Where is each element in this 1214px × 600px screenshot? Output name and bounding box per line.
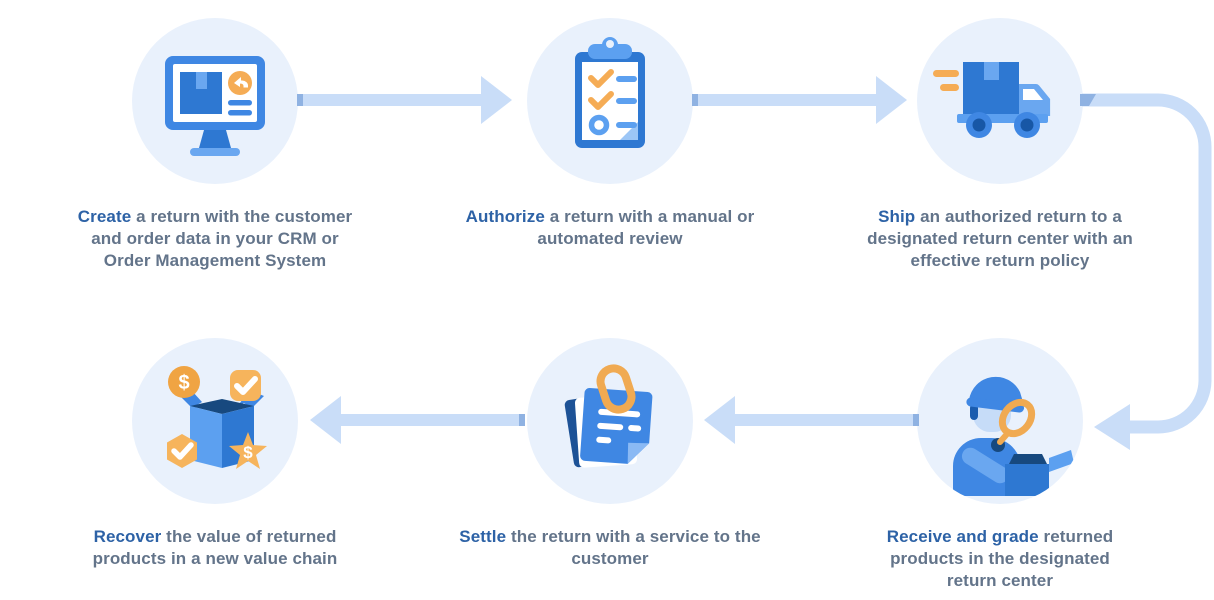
step-keyword: Authorize [465,207,545,226]
settle-documents-icon [564,364,653,468]
step-settle: Settle the return with a service to the … [435,338,785,570]
step-icon-circle [527,338,693,504]
step-caption: Receive and grade returned products in t… [870,526,1130,592]
flow-arrow-authorize-to-ship [692,76,907,124]
step-icon-circle: $ $ [132,338,298,504]
step-caption: Ship an authorized return to a designate… [850,206,1150,272]
recover-value-icon: $ $ [167,366,267,469]
step-icon-circle [132,18,298,184]
dollar-glyph: $ [178,372,189,394]
step-text: the return with a service to the custome… [506,527,761,569]
step-keyword: Receive and grade [886,527,1039,546]
step-caption: Settle the return with a service to the … [450,526,770,570]
step-icon-circle [917,18,1083,184]
step-keyword: Ship [878,207,916,226]
step-keyword: Recover [93,527,162,546]
review-checklist-icon [575,37,645,148]
step-ship: Ship an authorized return to a designate… [825,18,1175,272]
flow-arrow-receive-to-settle [704,396,919,444]
dollar-glyph: $ [243,443,253,462]
step-text: a return with a manual or automated revi… [537,207,755,249]
step-recover: $ $ Recover the value of returned produc… [35,338,395,570]
crm-monitor-icon [165,56,265,156]
inspect-grade-icon [953,376,1074,496]
step-caption: Create a return with the customer and or… [73,206,358,272]
step-text: a return with the customer and order dat… [91,207,353,271]
step-text: the value of returned products in a new … [92,527,338,569]
step-receive-grade: Receive and grade returned products in t… [825,338,1175,592]
step-keyword: Create [77,207,132,226]
flow-arrow-settle-to-recover [310,396,525,444]
step-icon-circle [917,338,1083,504]
step-caption: Recover the value of returned products i… [75,526,355,570]
step-create: Create a return with the customer and or… [35,18,395,272]
step-authorize: Authorize a return with a manual or auto… [435,18,785,250]
step-icon-circle [527,18,693,184]
step-text: returned products in the designated retu… [890,527,1114,591]
step-keyword: Settle [459,527,507,546]
flow-arrow-create-to-authorize [297,76,512,124]
step-text: an authorized return to a designated ret… [867,207,1133,271]
flow-arrow-ship-to-receive [1080,93,1212,450]
step-caption: Authorize a return with a manual or auto… [460,206,760,250]
shipping-truck-icon [933,62,1051,138]
